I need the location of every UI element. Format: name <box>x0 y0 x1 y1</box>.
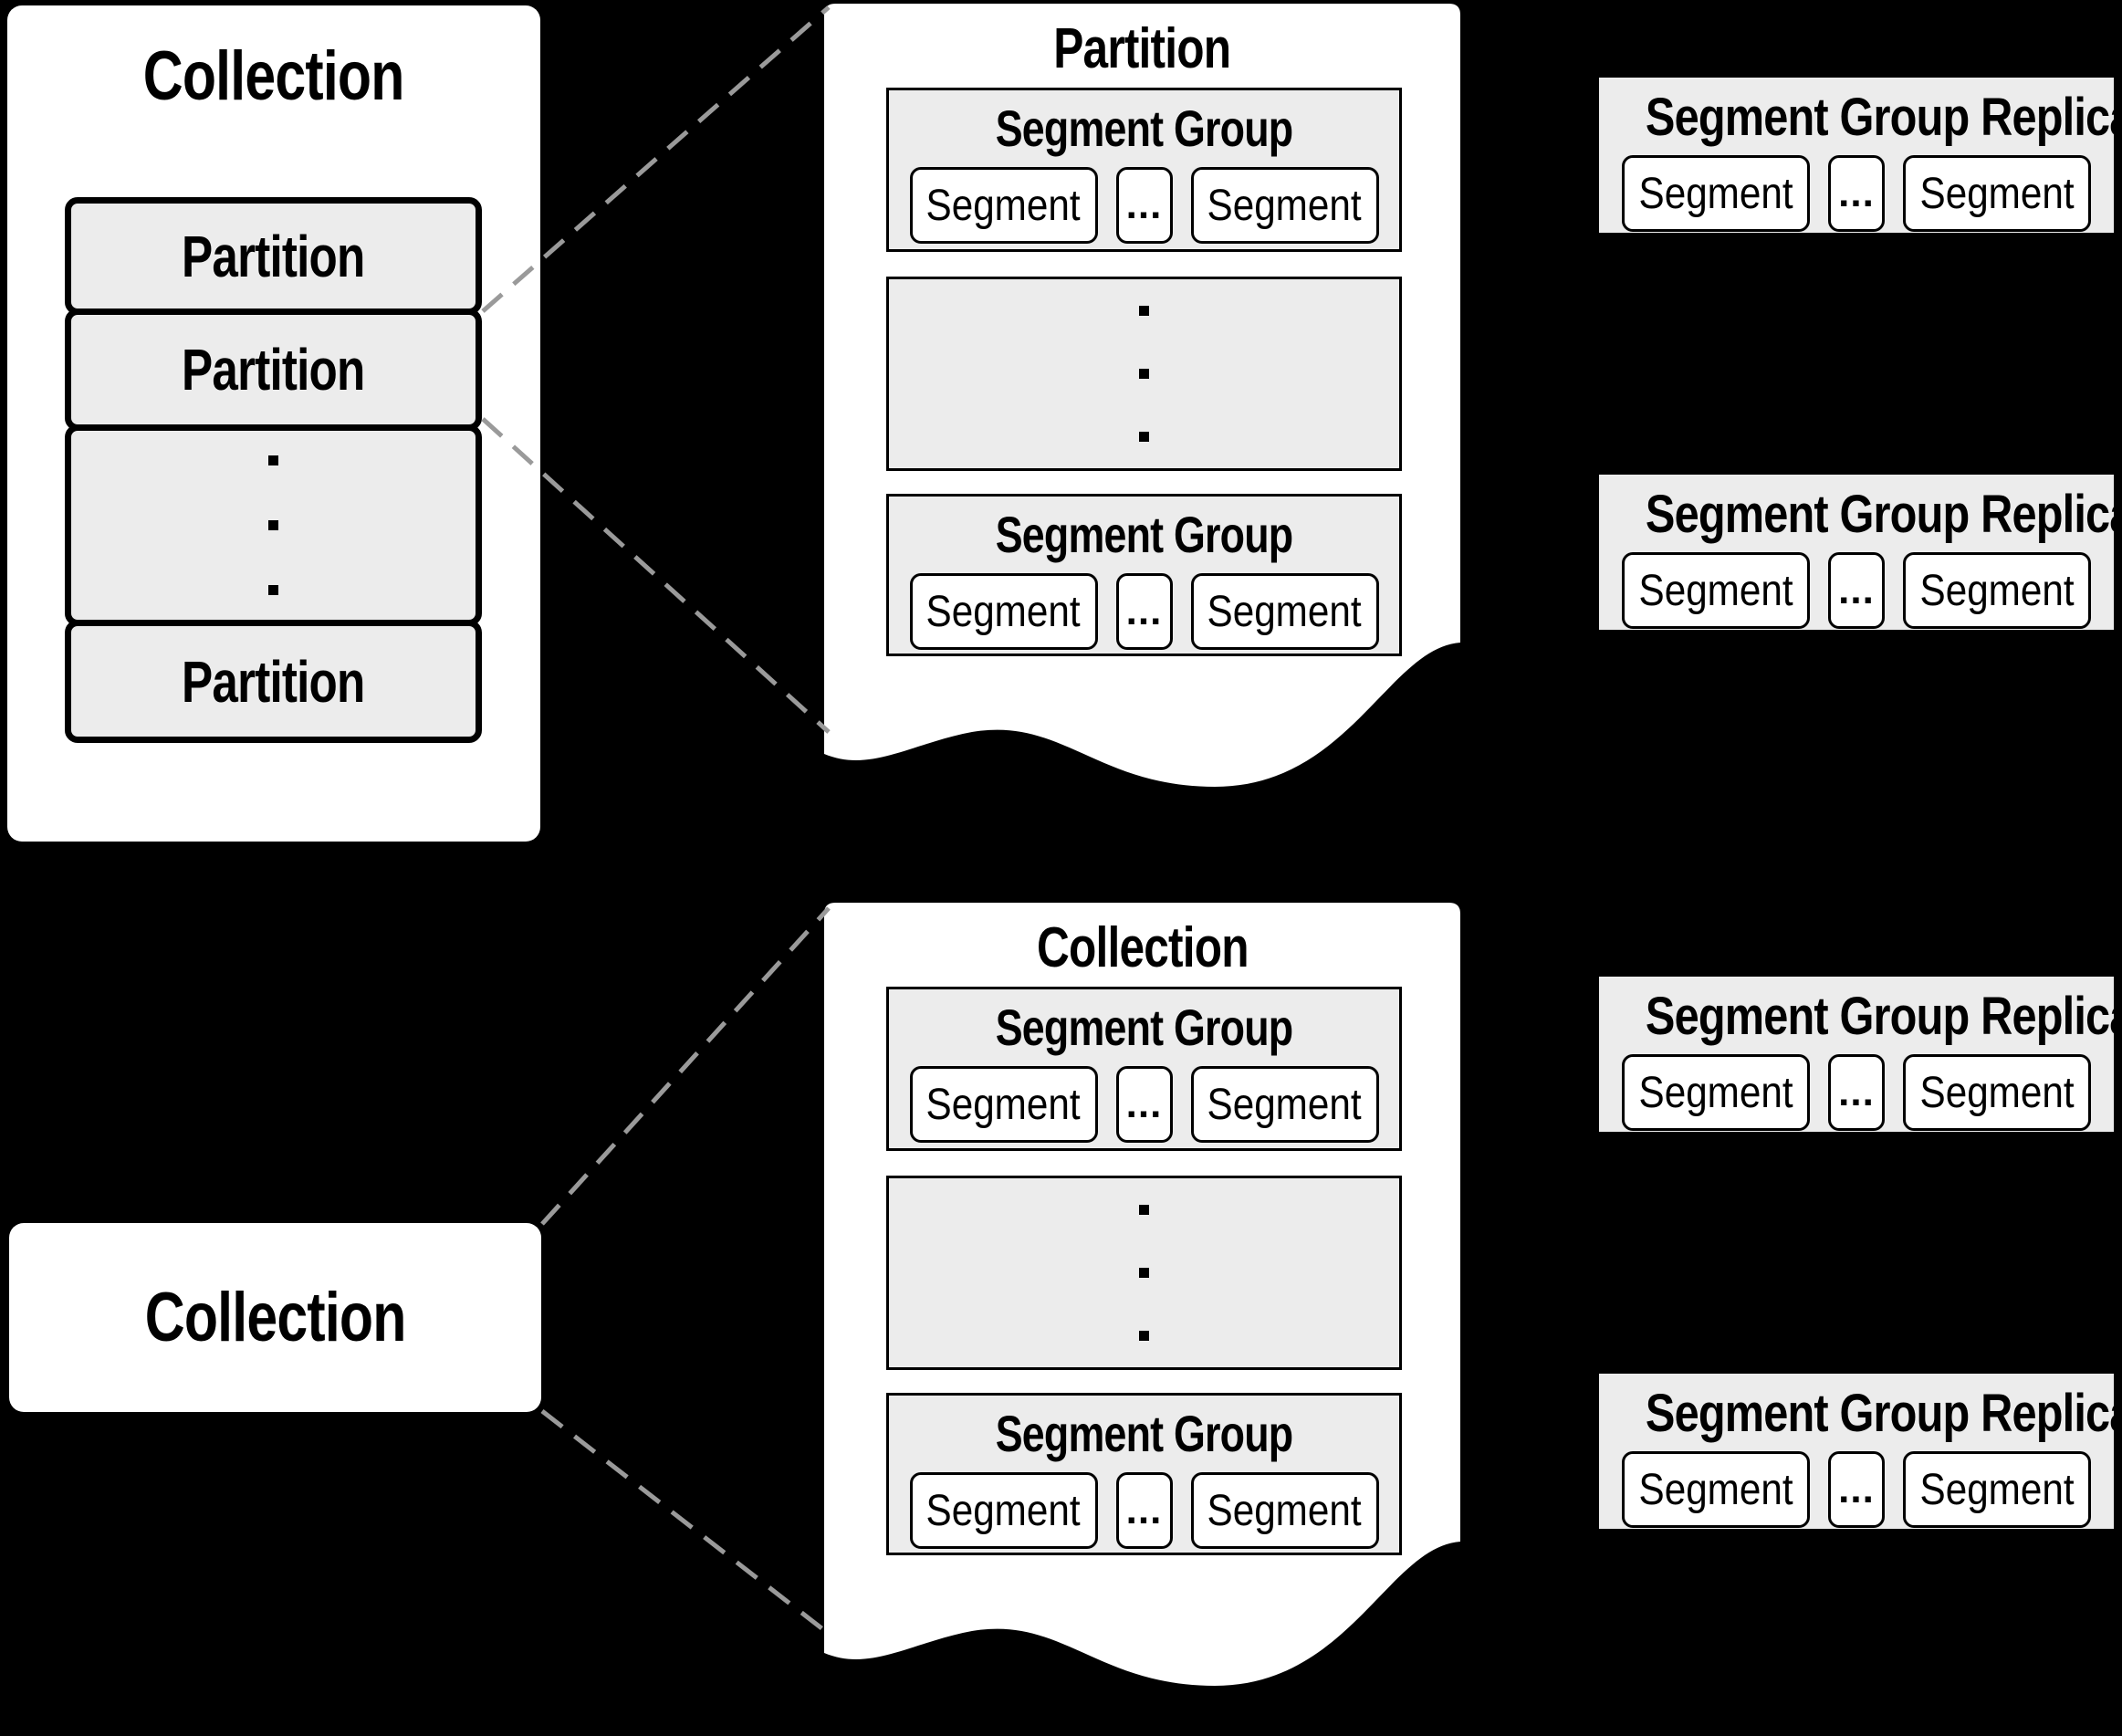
partition-panel-title: Partition <box>1053 17 1232 80</box>
collection-box-bottom: Collection <box>9 1223 541 1412</box>
segment-box: Segment <box>909 1066 1098 1143</box>
segment-group-box: Segment Group Segment ... Segment <box>886 88 1402 252</box>
segment-box: Segment <box>909 1472 1098 1549</box>
collection-detail-panel: Collection Segment Group Segment ... Seg… <box>824 903 1460 1715</box>
segment-group-ellipsis-box <box>886 1176 1402 1370</box>
replica-title: Segment Group Replica <box>1645 88 2122 147</box>
segment-row: Segment ... Segment <box>1599 1451 2114 1528</box>
replica-title: Segment Group Replica <box>1645 485 2122 544</box>
segment-group-title: Segment Group <box>995 999 1293 1056</box>
partition-item: Partition <box>65 620 482 743</box>
segment-ellipsis-box: ... <box>1115 167 1173 244</box>
vertical-ellipsis-icon <box>268 455 278 595</box>
segment-group-title: Segment Group <box>995 506 1293 563</box>
replica-title: Segment Group Replica <box>1645 1384 2122 1443</box>
segment-row: Segment ... Segment <box>889 1472 1399 1549</box>
segment-group-title: Segment Group <box>995 1405 1293 1462</box>
segment-ellipsis-box: ... <box>1115 573 1173 650</box>
segment-box: Segment <box>1903 1451 2091 1528</box>
collection-box-top: Collection Partition Partition Partition <box>7 5 540 842</box>
segment-row: Segment ... Segment <box>889 1066 1399 1143</box>
dashed-connector-bottom-upper <box>540 906 831 1226</box>
segment-group-replica-box: Segment Group Replica Segment ... Segmen… <box>1599 475 2122 630</box>
segment-row: Segment ... Segment <box>889 167 1399 244</box>
collection-panel-title: Collection <box>1036 916 1249 979</box>
collection-detail-content: Collection Segment Group Segment ... Seg… <box>824 903 1460 1715</box>
segment-box: Segment <box>1622 155 1810 232</box>
segment-ellipsis-box: ... <box>1828 1451 1885 1528</box>
segment-box: Segment <box>1903 1054 2091 1131</box>
segment-group-box: Segment Group Segment ... Segment <box>886 987 1402 1151</box>
segment-group-box: Segment Group Segment ... Segment <box>886 494 1402 656</box>
segment-box: Segment <box>1190 1066 1379 1143</box>
segment-ellipsis-box: ... <box>1828 552 1885 629</box>
segment-row: Segment ... Segment <box>1599 155 2114 232</box>
segment-box: Segment <box>1190 1472 1379 1549</box>
partition-stack: Partition Partition Partition <box>65 197 482 743</box>
segment-row: Segment ... Segment <box>889 573 1399 650</box>
collection-box-bottom-title: Collection <box>144 1279 407 1356</box>
segment-ellipsis-box: ... <box>1115 1066 1173 1143</box>
segment-group-replica-box: Segment Group Replica Segment ... Segmen… <box>1599 78 2122 233</box>
partition-detail-panel: Partition Segment Group Segment ... Segm… <box>824 4 1460 816</box>
segment-ellipsis-box: ... <box>1115 1472 1173 1549</box>
segment-ellipsis-box: ... <box>1828 1054 1885 1131</box>
segment-box: Segment <box>909 167 1098 244</box>
segment-group-box: Segment Group Segment ... Segment <box>886 1393 1402 1555</box>
vertical-ellipsis-icon <box>1139 1205 1149 1341</box>
segment-group-replica-box: Segment Group Replica Segment ... Segmen… <box>1599 1374 2122 1529</box>
segment-row: Segment ... Segment <box>1599 1054 2114 1131</box>
dashed-connector-bottom-lower <box>540 1409 831 1636</box>
partition-item: Partition <box>65 197 482 315</box>
replica-title: Segment Group Replica <box>1645 987 2122 1046</box>
vertical-ellipsis-icon <box>1139 306 1149 442</box>
segment-box: Segment <box>1622 1054 1810 1131</box>
segment-box: Segment <box>1190 573 1379 650</box>
partition-detail-content: Partition Segment Group Segment ... Segm… <box>824 4 1460 816</box>
partition-item: Partition <box>65 309 482 431</box>
segment-group-ellipsis-box <box>886 277 1402 471</box>
partition-ellipsis-box <box>65 424 482 626</box>
segment-box: Segment <box>1190 167 1379 244</box>
segment-box: Segment <box>1903 552 2091 629</box>
segment-group-replica-box: Segment Group Replica Segment ... Segmen… <box>1599 977 2122 1132</box>
segment-box: Segment <box>1903 155 2091 232</box>
segment-ellipsis-box: ... <box>1828 155 1885 232</box>
segment-box: Segment <box>1622 552 1810 629</box>
collection-box-title: Collection <box>143 37 405 115</box>
segment-row: Segment ... Segment <box>1599 552 2114 629</box>
segment-box: Segment <box>1622 1451 1810 1528</box>
segment-box: Segment <box>909 573 1098 650</box>
segment-group-title: Segment Group <box>995 99 1293 157</box>
